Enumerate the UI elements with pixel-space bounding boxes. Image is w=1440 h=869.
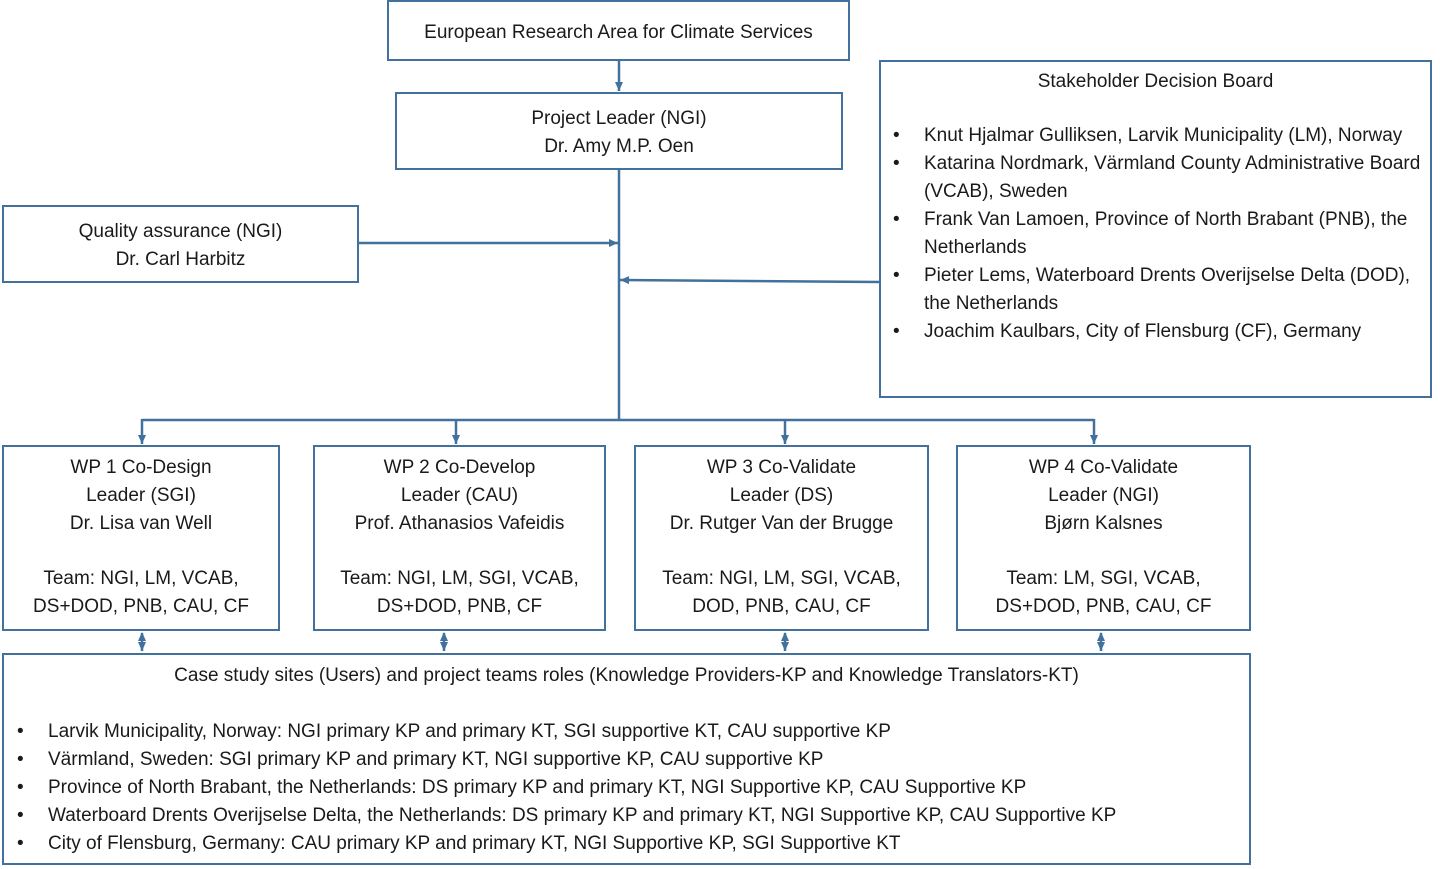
- wp4-team-line2: DS+DOD, PNB, CAU, CF: [995, 596, 1212, 617]
- case-study-item: Waterboard Drents Overijselse Delta, the…: [17, 802, 1249, 830]
- wp4-leader: Leader (NGI): [1048, 485, 1159, 506]
- wp4-box: WP 4 Co-Validate Leader (NGI) Bjørn Kals…: [956, 445, 1251, 631]
- wp3-team-line1: Team: NGI, LM, SGI, VCAB,: [662, 568, 901, 589]
- stakeholder-item: Frank Van Lamoen, Province of North Brab…: [893, 206, 1424, 262]
- stakeholder-item: Joachim Kaulbars, City of Flensburg (CF)…: [893, 318, 1424, 346]
- wp3-box: WP 3 Co-Validate Leader (DS) Dr. Rutger …: [634, 445, 929, 631]
- case-study-item: City of Flensburg, Germany: CAU primary …: [17, 830, 1249, 858]
- stakeholder-list: Knut Hjalmar Gulliksen, Larvik Municipal…: [893, 122, 1424, 346]
- wp2-name: WP 2 Co-Develop: [383, 457, 536, 478]
- wp3-name: WP 3 Co-Validate: [706, 457, 857, 478]
- stakeholder-item: Pieter Lems, Waterboard Drents Overijsel…: [893, 262, 1424, 318]
- wp4-person: Bjørn Kalsnes: [1044, 513, 1163, 534]
- case-study-item: Province of North Brabant, the Netherlan…: [17, 774, 1249, 802]
- wp1-person: Dr. Lisa van Well: [69, 513, 213, 534]
- wp1-team-line1: Team: NGI, LM, VCAB,: [43, 568, 239, 589]
- quality-assurance-title: Quality assurance (NGI): [78, 221, 283, 242]
- case-study-item: Värmland, Sweden: SGI primary KP and pri…: [17, 746, 1249, 774]
- wp1-box: WP 1 Co-Design Leader (SGI) Dr. Lisa van…: [2, 445, 280, 631]
- stakeholder-board-title: Stakeholder Decision Board: [1037, 71, 1274, 92]
- stakeholder-item: Knut Hjalmar Gulliksen, Larvik Municipal…: [893, 122, 1424, 150]
- stakeholder-board-box: Stakeholder Decision Board Knut Hjalmar …: [879, 60, 1432, 398]
- project-leader-name: Dr. Amy M.P. Oen: [544, 136, 694, 157]
- wp2-leader: Leader (CAU): [400, 485, 519, 506]
- wp2-team-line1: Team: NGI, LM, SGI, VCAB,: [340, 568, 579, 589]
- quality-assurance-name: Dr. Carl Harbitz: [115, 249, 246, 270]
- wp1-leader: Leader (SGI): [86, 485, 196, 506]
- board-to-trunk-arrow: [619, 276, 880, 285]
- wp3-leader: Leader (DS): [729, 485, 834, 506]
- era-label: European Research Area for Climate Servi…: [424, 22, 813, 43]
- stakeholder-item: Katarina Nordmark, Värmland County Admin…: [893, 150, 1424, 206]
- era-box: European Research Area for Climate Servi…: [387, 0, 850, 61]
- wp3-team-line2: DOD, PNB, CAU, CF: [692, 596, 871, 617]
- case-studies-box: Case study sites (Users) and project tea…: [2, 653, 1251, 865]
- quality-assurance-box: Quality assurance (NGI) Dr. Carl Harbitz: [2, 205, 359, 283]
- case-studies-list: Larvik Municipality, Norway: NGI primary…: [17, 718, 1249, 858]
- wp2-box: WP 2 Co-Develop Leader (CAU) Prof. Athan…: [313, 445, 606, 631]
- wp1-name: WP 1 Co-Design: [70, 457, 212, 478]
- case-studies-title: Case study sites (Users) and project tea…: [174, 665, 1079, 686]
- project-leader-title: Project Leader (NGI): [531, 108, 707, 129]
- wp4-team-line1: Team: LM, SGI, VCAB,: [1006, 568, 1201, 589]
- wp2-team-line2: DS+DOD, PNB, CF: [376, 596, 543, 617]
- wp2-person: Prof. Athanasios Vafeidis: [354, 513, 565, 534]
- wp1-team-line2: DS+DOD, PNB, CAU, CF: [33, 596, 249, 617]
- project-leader-box: Project Leader (NGI) Dr. Amy M.P. Oen: [395, 92, 843, 170]
- case-study-item: Larvik Municipality, Norway: NGI primary…: [17, 718, 1249, 746]
- wp4-name: WP 4 Co-Validate: [1028, 457, 1179, 478]
- wp3-person: Dr. Rutger Van der Brugge: [669, 513, 894, 534]
